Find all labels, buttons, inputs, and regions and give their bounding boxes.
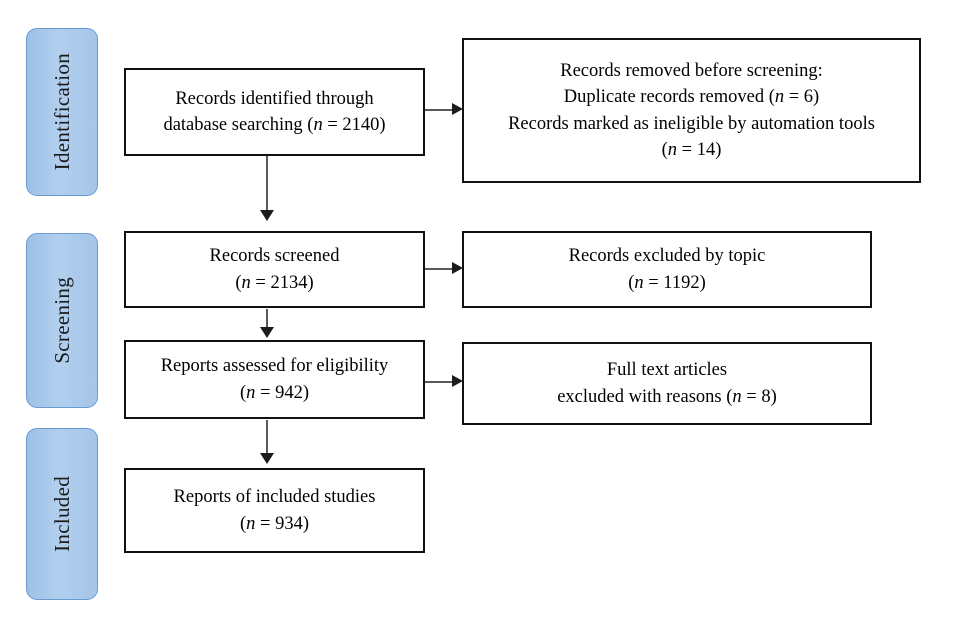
stage-label-included: Included <box>49 476 74 552</box>
box-records-identified-line-1: Records identified through <box>175 88 374 109</box>
box-records-removed-line-4: (n = 14) <box>661 139 722 160</box>
connector-assessed-to-included <box>266 420 268 455</box>
box-records-excluded: Records excluded by topic (n = 1192) <box>462 231 872 308</box>
arrowhead-identified-to-screened-icon <box>260 210 274 221</box>
box-reports-included: Reports of included studies (n = 934) <box>124 468 425 553</box>
stage-bar-screening: Screening <box>26 233 98 408</box>
connector-identified-to-screened <box>266 156 268 212</box>
box-reports-included-line-1: Reports of included studies <box>173 487 376 508</box>
box-records-identified-line-2: database searching (n = 2140) <box>163 115 386 135</box>
box-reports-assessed-line-1: Reports assessed for eligibility <box>160 356 389 377</box>
box-records-screened-line-1: Records screened <box>209 246 340 267</box>
connector-assessed-to-fulltext-excluded <box>425 381 454 383</box>
connector-screened-to-excluded <box>425 268 454 270</box>
box-records-identified: Records identified through database sear… <box>124 68 425 156</box>
box-reports-assessed: Reports assessed for eligibility (n = 94… <box>124 340 425 419</box>
box-reports-included-line-2: (n = 934) <box>239 513 310 534</box>
box-records-screened: Records screened (n = 2134) <box>124 231 425 308</box>
connector-screened-to-assessed <box>266 309 268 329</box>
box-records-excluded-line-2: (n = 1192) <box>628 272 706 293</box>
arrowhead-screened-to-assessed-icon <box>260 327 274 338</box>
box-full-text-excluded: Full text articles excluded with reasons… <box>462 342 872 425</box>
connector-identified-to-removed <box>425 109 454 111</box>
box-full-text-excluded-line-1: Full text articles <box>606 360 728 381</box>
box-records-removed: Records removed before screening: Duplic… <box>462 38 921 183</box>
box-reports-assessed-line-2: (n = 942) <box>239 382 310 403</box>
stage-label-screening: Screening <box>49 277 74 364</box>
arrowhead-screened-to-excluded-icon <box>452 262 463 274</box>
box-records-removed-line-2: Duplicate records removed (n = 6) <box>563 87 820 108</box>
stage-bar-included: Included <box>26 428 98 600</box>
box-records-removed-line-3: Records marked as ineligible by automati… <box>508 113 875 134</box>
stage-bar-identification: Identification <box>26 28 98 196</box>
box-full-text-excluded-line-2: excluded with reasons (n = 8) <box>557 386 777 407</box>
box-records-removed-line-1: Records removed before screening: <box>560 60 823 81</box>
arrowhead-assessed-to-fulltext-excluded-icon <box>452 375 463 387</box>
stage-label-identification: Identification <box>49 53 74 171</box>
box-records-screened-line-2: (n = 2134) <box>235 272 314 293</box>
arrowhead-assessed-to-included-icon <box>260 453 274 464</box>
arrowhead-identified-to-removed-icon <box>452 103 463 115</box>
box-records-excluded-line-1: Records excluded by topic <box>568 246 766 267</box>
